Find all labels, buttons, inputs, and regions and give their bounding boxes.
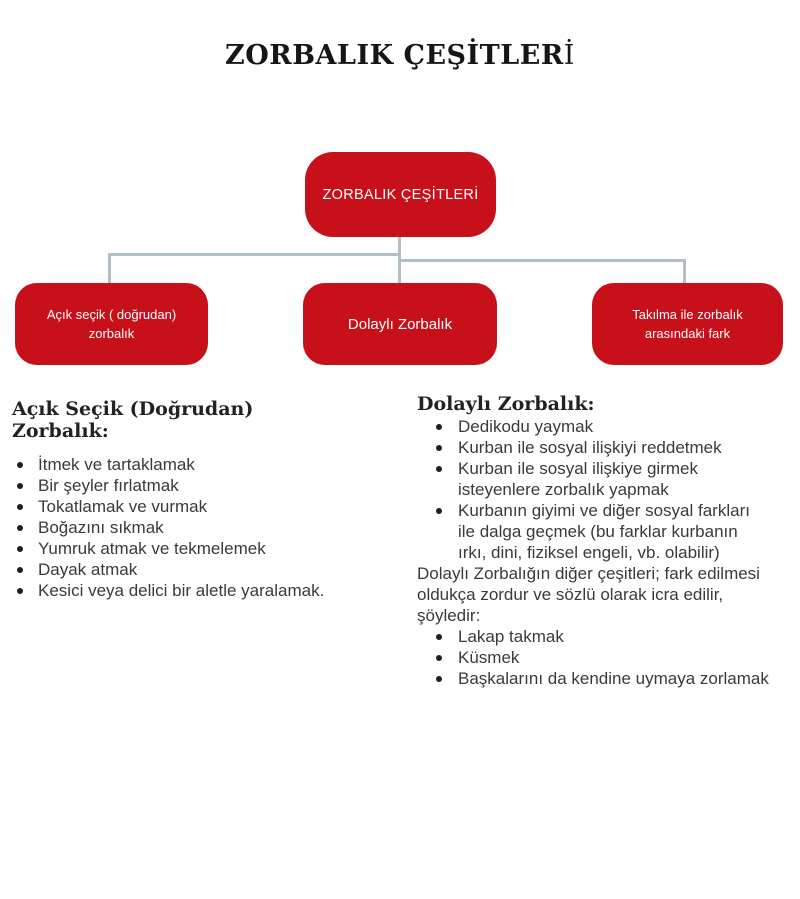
list-item: Boğazını sıkmak	[12, 517, 342, 538]
connector-horizontal-left	[108, 253, 401, 256]
diagram-node-direct-bullying: Açık seçik ( doğrudan) zorbalık	[15, 283, 208, 365]
list-item: Kesici veya delici bir aletle yaralamak.	[12, 580, 342, 601]
diagram-root-label: ZORBALIK ÇEŞİTLERİ	[322, 186, 479, 203]
page-title-main: ZORBALIK ÇEŞİTLER	[225, 40, 564, 71]
list-item: Kurbanın giyimi ve diğer sosyal farkları…	[417, 500, 769, 563]
list-item: Başkalarını da kendine uymaya zorlamak	[417, 668, 769, 689]
diagram-node-label: Dolaylı Zorbalık	[347, 315, 453, 333]
section-heading-indirect: Dolaylı Zorbalık:	[417, 393, 595, 415]
diagram-node-indirect-bullying: Dolaylı Zorbalık	[303, 283, 497, 365]
list-item: Kurban ile sosyal ilişkiyi reddetmek	[417, 437, 769, 458]
list-item: Yumruk atmak ve tekmelemek	[12, 538, 342, 559]
list-item: Kurban ile sosyal ilişkiye girmek isteye…	[417, 458, 769, 500]
page-title: ZORBALIK ÇEŞİTLERİ	[0, 40, 800, 71]
diagram-node-label: Açık seçik ( doğrudan) zorbalık	[46, 307, 177, 341]
list-item: Lakap takmak	[417, 626, 769, 647]
list-item: İtmek ve tartaklamak	[12, 454, 342, 475]
list-item: Dayak atmak	[12, 559, 342, 580]
diagram-root-node: ZORBALIK ÇEŞİTLERİ	[305, 152, 496, 237]
section-heading-direct: Açık Seçik (Doğrudan) Zorbalık:	[12, 398, 254, 442]
diagram-node-label: Takılma ile zorbalık arasındaki fark	[632, 307, 743, 341]
indirect-bullying-paragraph: Dolaylı Zorbalığın diğer çeşitleri; fark…	[417, 564, 760, 625]
section-direct-bullying: Açık Seçik (Doğrudan) Zorbalık: İtmek ve…	[12, 398, 342, 601]
list-item: Dedikodu yaymak	[417, 416, 769, 437]
connector-drop-right	[683, 259, 686, 283]
list-item: Bir şeyler fırlatmak	[12, 475, 342, 496]
page-title-suffix: İ	[563, 40, 575, 71]
list-item: Tokatlamak ve vurmak	[12, 496, 342, 517]
connector-drop-left	[108, 253, 111, 283]
connector-horizontal-right	[398, 259, 686, 262]
list-item: Küsmek	[417, 647, 769, 668]
diagram-node-teasing-difference: Takılma ile zorbalık arasındaki fark	[592, 283, 783, 365]
